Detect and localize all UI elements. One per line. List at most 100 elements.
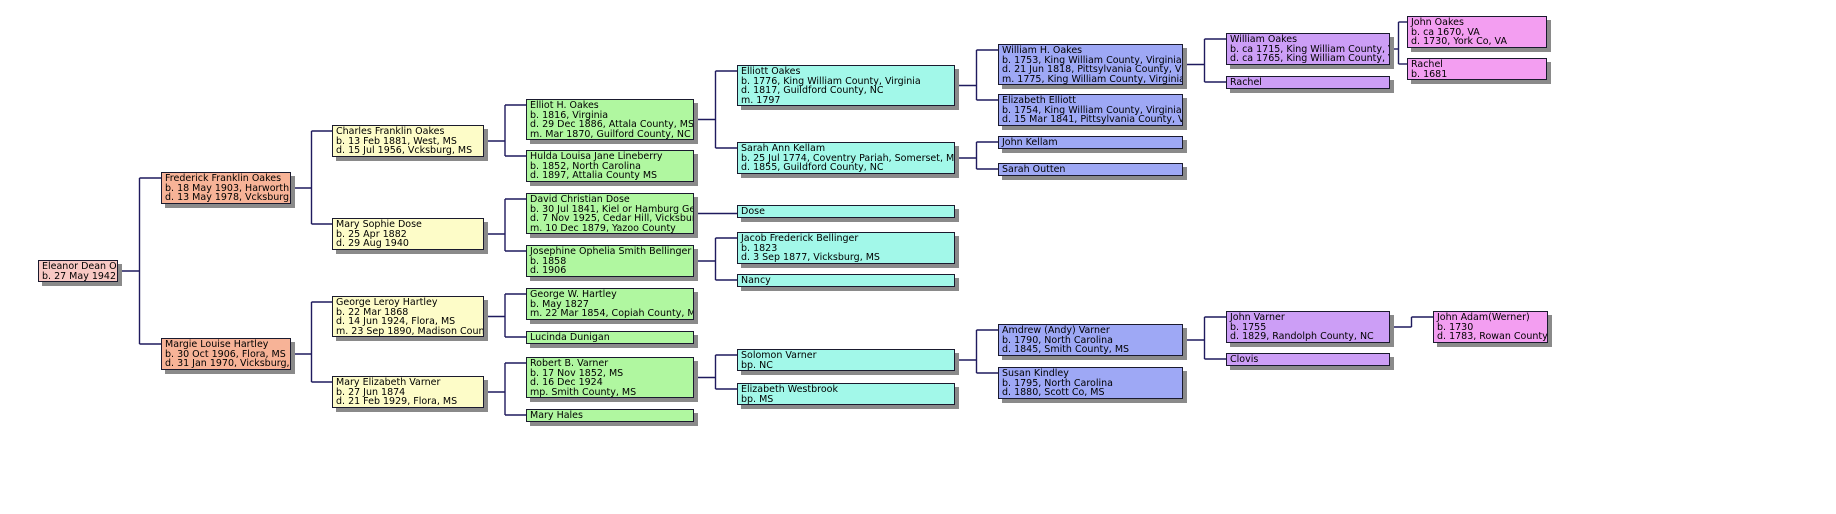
- person-name: Lucinda Dunigan: [530, 332, 610, 343]
- person-name: William Oakes: [1230, 34, 1298, 45]
- person-name: John Varner: [1230, 312, 1285, 323]
- person-name: Mary Hales: [530, 410, 583, 421]
- person-box-gen4[interactable]: Dose: [737, 205, 955, 218]
- person-box-gen5[interactable]: Sarah Outten: [998, 163, 1183, 176]
- person-detail: b. May 1827: [530, 298, 589, 310]
- person-detail: d. 21 Feb 1929, Flora, MS: [336, 396, 458, 408]
- person-name: Clovis: [1230, 354, 1259, 365]
- person-box-gen5[interactable]: John Kellam: [998, 136, 1183, 149]
- person-detail: bp. NC: [741, 359, 773, 371]
- person-detail: b. 1755: [1230, 321, 1267, 333]
- person-name: George W. Hartley: [530, 289, 617, 300]
- person-detail: d. 15 Jul 1956, Vcksburg, MS: [336, 145, 473, 157]
- person-detail: d. 1855, Guildford County, NC: [741, 162, 884, 174]
- person-name: Josephine Ophelia Smith Bellinger: [530, 246, 692, 257]
- person-detail: b. 1681: [1411, 68, 1448, 80]
- person-detail: d. 1897, Attalia County MS: [530, 170, 658, 182]
- person-name: Frederick Franklin Oakes: [165, 173, 282, 184]
- person-detail: b. ca 1715, King William County, Virgini…: [1230, 43, 1389, 55]
- person-detail: d. 1829, Randolph County, NC: [1230, 331, 1374, 343]
- person-detail: d. 1880, Scott Co, MS: [1002, 387, 1105, 399]
- person-name: George Leroy Hartley: [336, 297, 438, 308]
- person-detail: b. 27 Jun 1874: [336, 386, 406, 398]
- person-detail: b. 1730: [1437, 321, 1474, 333]
- person-detail: b. 18 May 1903, Harworth, MS: [165, 182, 291, 194]
- person-detail: b. 1795, North Carolina: [1002, 377, 1113, 389]
- person-detail: b. 1823: [741, 242, 778, 254]
- person-box-gen6[interactable]: Clovis: [1226, 353, 1390, 366]
- person-detail: b. 1790, North Carolina: [1002, 334, 1113, 346]
- person-detail: d. 1783, Rowan County, NC: [1437, 331, 1548, 343]
- person-detail: b. 1754, King William County, Virginia: [1002, 104, 1182, 116]
- person-detail: b. 27 May 1942: [42, 270, 117, 282]
- person-detail: d. 21 Jun 1818, Pittsylvania County, Vir…: [1002, 64, 1183, 76]
- person-detail: d. 7 Nov 1925, Cedar Hill, Vicksburg, MS: [530, 213, 693, 225]
- person-detail: d. 3 Sep 1877, Vicksburg, MS: [741, 252, 880, 264]
- person-box-gen3[interactable]: Mary Hales: [526, 409, 694, 422]
- person-name: John Adam(Werner): [1437, 312, 1530, 323]
- person-detail: m. 10 Dec 1879, Yazoo County: [530, 222, 676, 234]
- person-name: Susan Kindley: [1002, 368, 1069, 379]
- person-detail: b. 1776, King William County, Virginia: [741, 75, 921, 87]
- person-box-gen3[interactable]: Lucinda Dunigan: [526, 331, 694, 344]
- person-name: Nancy: [741, 275, 771, 286]
- person-name: Dose: [741, 206, 765, 217]
- person-detail: b. 17 Nov 1852, MS: [530, 367, 624, 379]
- person-name: Mary Sophie Dose: [336, 219, 422, 230]
- person-name: Elliot H. Oakes: [530, 100, 599, 111]
- person-detail: d. 15 Mar 1841, Pittsylvania County, Vir…: [1002, 114, 1182, 126]
- person-detail: b. 30 Jul 1841, Kiel or Hamburg Germany: [530, 203, 693, 215]
- person-detail: b. 1858: [530, 255, 567, 267]
- person-detail: m. Mar 1870, Guilford County, NC: [530, 128, 691, 140]
- person-detail: d. 31 Jan 1970, Vicksburg, MS: [165, 358, 290, 370]
- person-name: William H. Oakes: [1002, 45, 1083, 56]
- person-detail: d. 1906: [530, 265, 567, 277]
- person-detail: m. 22 Mar 1854, Copiah County, MS: [530, 308, 694, 320]
- person-detail: d. 13 May 1978, Vcksburg, MS: [165, 192, 291, 204]
- person-detail: d. 14 Jun 1924, Flora, MS: [336, 316, 456, 328]
- person-name: Rachel: [1411, 59, 1443, 70]
- person-name: John Oakes: [1411, 17, 1464, 28]
- person-detail: mp. Smith County, MS: [530, 386, 637, 398]
- person-name: Jacob Frederick Bellinger: [741, 233, 859, 244]
- person-detail: d. 29 Dec 1886, Attala County, MS: [530, 119, 694, 131]
- person-name: Charles Franklin Oakes: [336, 126, 445, 137]
- person-detail: d. 29 Aug 1940: [336, 238, 409, 250]
- person-box-gen6[interactable]: Rachel: [1226, 76, 1390, 89]
- person-detail: d. 1845, Smith County, MS: [1002, 344, 1130, 356]
- person-detail: b. 30 Oct 1906, Flora, MS: [165, 348, 286, 360]
- person-name: Mary Elizabeth Varner: [336, 377, 441, 388]
- person-box-gen4[interactable]: Nancy: [737, 274, 955, 287]
- person-name: Eleanor Dean Oakes: [42, 261, 117, 272]
- person-detail: m. 23 Sep 1890, Madison County, MS: [336, 325, 484, 337]
